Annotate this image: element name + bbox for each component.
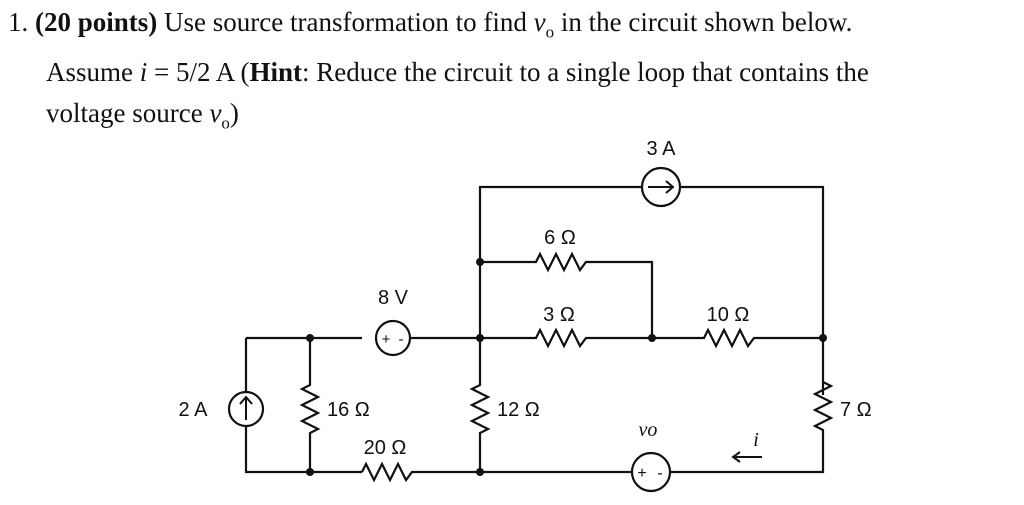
source-vo-minus: - <box>657 465 662 482</box>
current-source-3a <box>640 166 682 208</box>
circuit-wires <box>244 185 834 483</box>
problem-number: 1. <box>8 7 29 37</box>
current-i-label: i <box>753 429 759 451</box>
problem-line-2: Assume i = 5/2 A (Hint: Reduce the circu… <box>46 57 869 88</box>
problem-line-1: 1. (20 points) Use source transformation… <box>8 7 853 42</box>
junction-dots <box>306 258 827 476</box>
source-vo-plus: + <box>637 465 646 482</box>
source-8v-label: 8 V <box>378 287 409 309</box>
resistor-10-label: 10 Ω <box>707 304 750 326</box>
problem-line-3: voltage source vo) <box>46 98 239 133</box>
source-8v-minus: - <box>399 331 404 348</box>
resistor-6-label: 6 Ω <box>544 227 576 249</box>
voltage-source-8v <box>374 319 412 357</box>
problem-statement: 1. (20 points) Use source transformation… <box>8 2 1018 144</box>
hint-label: Hint <box>249 57 303 88</box>
source-2a-label: 2 A <box>179 399 209 421</box>
resistor-12-label: 12 Ω <box>497 399 540 421</box>
current-i-arrow <box>731 451 762 463</box>
resistor-7-label: 7 Ω <box>840 399 872 421</box>
source-8v-plus: + <box>382 331 391 348</box>
current-source-2a <box>227 390 265 428</box>
source-vo-label: vo <box>639 419 658 441</box>
resistor-3-label: 3 Ω <box>543 304 575 326</box>
resistor-20-label: 20 Ω <box>364 437 407 459</box>
resistor-16-label: 16 Ω <box>327 399 370 421</box>
points-label: (20 points) <box>35 7 158 37</box>
voltage-source-vo <box>630 451 672 493</box>
source-3a-label: 3 A <box>647 138 677 160</box>
